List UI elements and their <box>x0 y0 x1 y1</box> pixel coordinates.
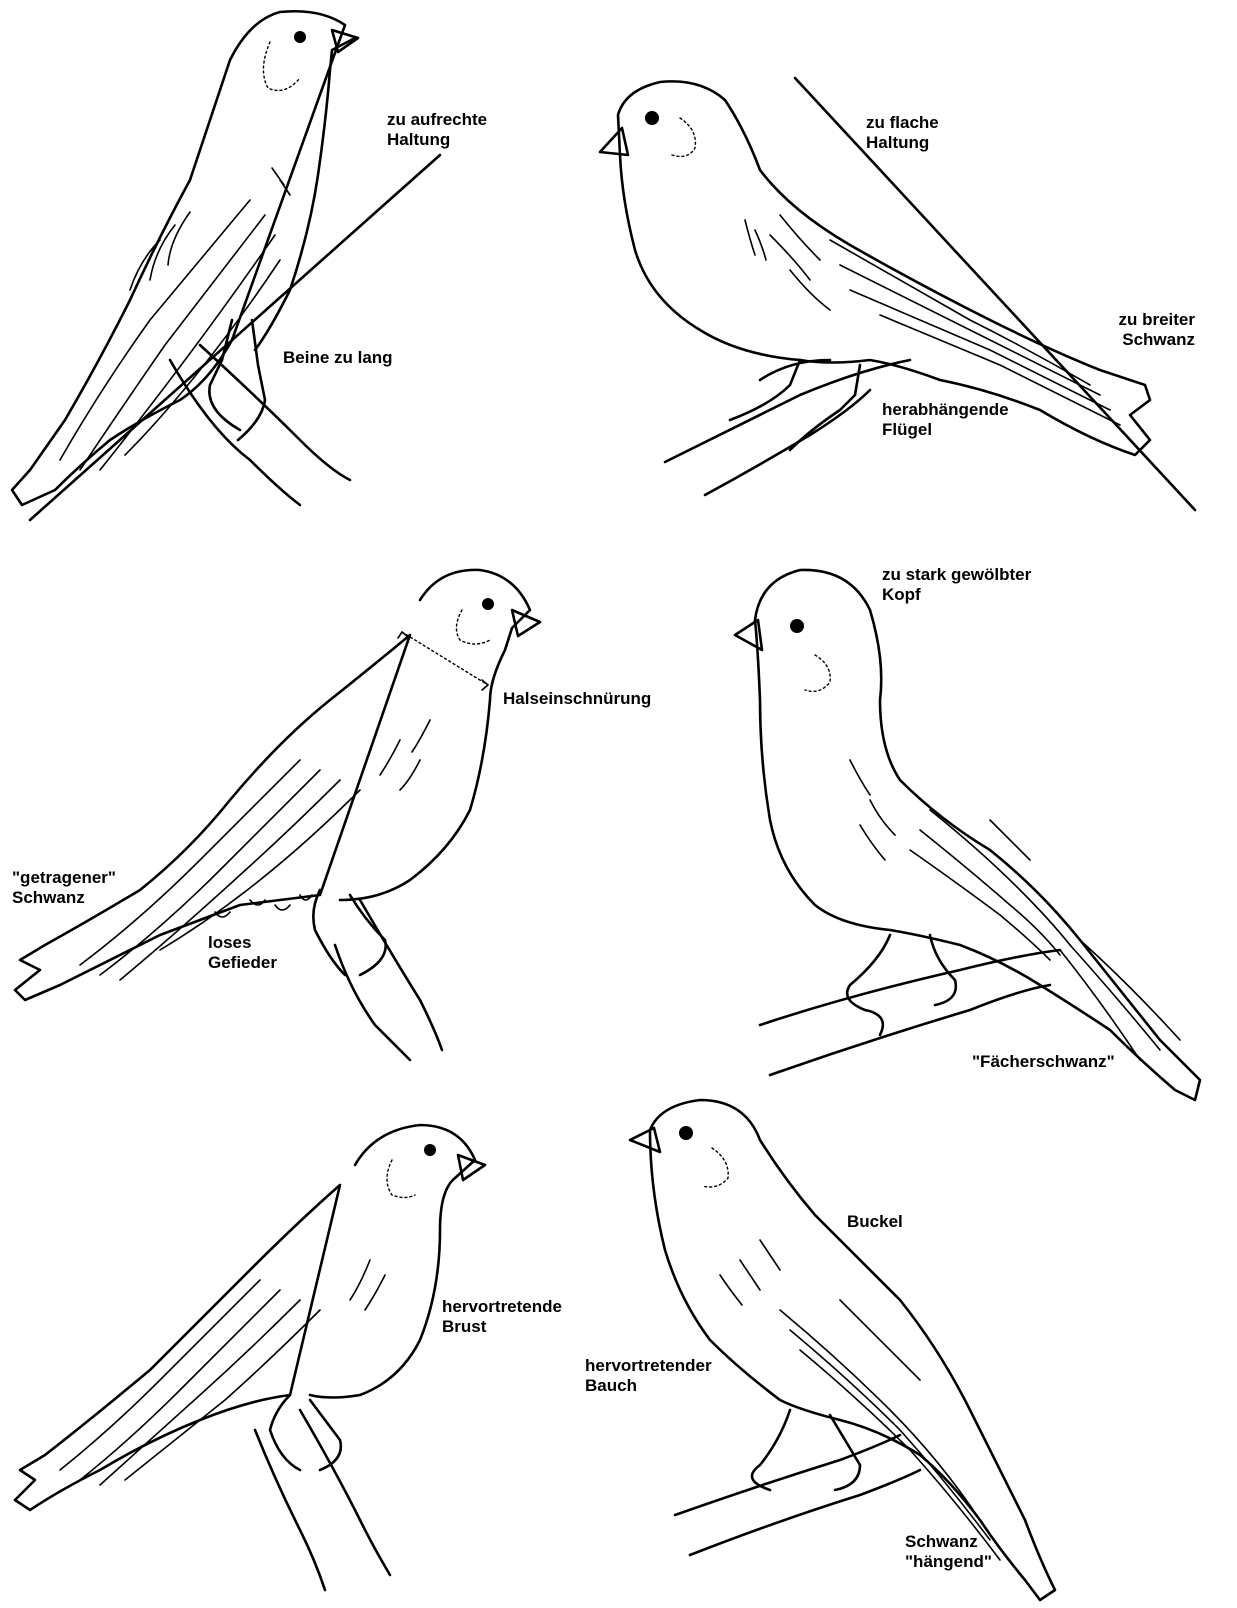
label-legs-too-long: Beine zu lang <box>283 348 393 368</box>
label-carried-tail: "getragener" Schwanz <box>12 868 116 908</box>
label-flat-posture: zu flache Haltung <box>866 113 939 153</box>
label-upright-posture: zu aufrechte Haltung <box>387 110 487 150</box>
label-hump: Buckel <box>847 1212 903 1232</box>
bird-upright-posture <box>12 11 440 520</box>
bird-hump-belly-hanging-tail <box>630 1100 1055 1600</box>
label-broad-tail: zu breiter Schwanz <box>1100 310 1195 350</box>
label-neck-constriction: Halseinschnürung <box>503 689 651 709</box>
bird-domed-head-fan-tail <box>735 570 1200 1100</box>
label-hanging-wings: herabhängende Flügel <box>882 400 1009 440</box>
bird-neck-constriction <box>15 570 540 1060</box>
label-loose-plumage: loses Gefieder <box>208 933 277 973</box>
bird-protruding-breast <box>15 1125 485 1590</box>
label-fan-tail: "Fächerschwanz" <box>972 1052 1115 1072</box>
label-protruding-belly: hervortretender Bauch <box>585 1356 712 1396</box>
label-domed-head: zu stark gewölbter Kopf <box>882 565 1031 605</box>
label-hanging-tail: Schwanz "hängend" <box>905 1532 992 1572</box>
label-protruding-breast: hervortretende Brust <box>442 1297 562 1337</box>
